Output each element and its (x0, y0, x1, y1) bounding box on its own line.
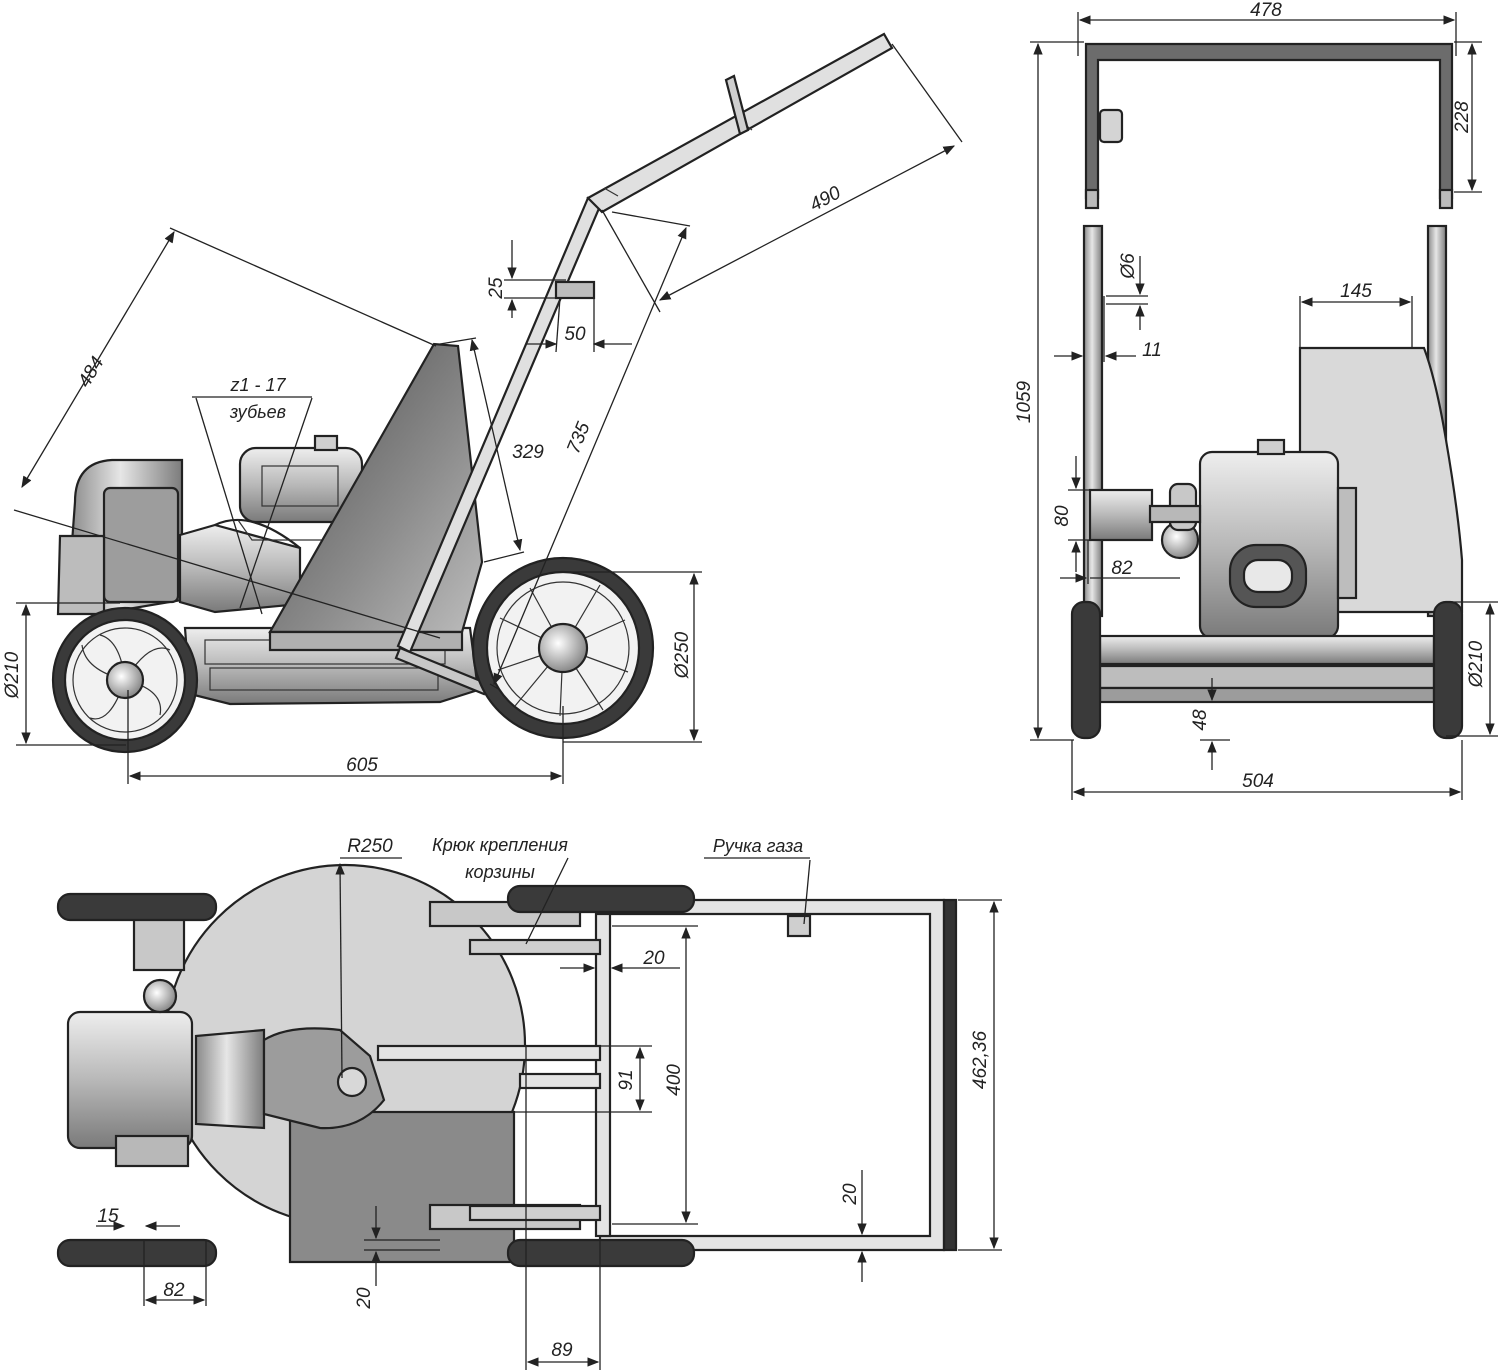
dim-d6: Ø6 (1106, 253, 1148, 330)
dim-r250-label: R250 (347, 836, 393, 857)
dim-478-label: 478 (1250, 0, 1282, 21)
dim-20b: 20 (840, 1170, 867, 1282)
dim-46236: 462,36 (958, 899, 1002, 1251)
dim-50-label: 50 (564, 324, 586, 345)
engine-front (1088, 438, 1358, 640)
dim-11-label: 11 (1142, 340, 1162, 361)
hook-note-line1: Крюк крепления (432, 835, 568, 855)
throttle-note: Ручка газа (704, 836, 811, 925)
dim-329-label: 329 (512, 442, 544, 463)
dim-side-d250-label: Ø250 (672, 631, 693, 679)
front-wheel-side (51, 606, 199, 754)
dim-front-82: 82 (1060, 540, 1180, 584)
dim-91-label: 91 (616, 1069, 637, 1090)
dim-top-82: 82 (143, 1240, 207, 1306)
hook-note: Крюк крепления корзины (432, 835, 569, 945)
dim-20b-label: 20 (840, 1183, 861, 1206)
fuel-tank (237, 434, 364, 541)
dim-504-label: 504 (1242, 771, 1274, 792)
dim-20a: 20 (560, 948, 680, 973)
dim-490-label: 490 (806, 182, 844, 216)
hook-note-line2: корзины (465, 862, 535, 882)
dim-89-label: 89 (551, 1340, 573, 1361)
front-view: 478 228 1059 Ø6 11 (1014, 0, 1498, 800)
dim-400-label: 400 (664, 1064, 685, 1096)
dim-front-82-label: 82 (1111, 558, 1133, 579)
dim-504: 504 (1071, 740, 1463, 800)
teeth-note: z1 - 17 зубьев (192, 375, 313, 615)
dim-605: 605 (127, 690, 564, 784)
dim-side-d210: Ø210 (2, 602, 126, 746)
dim-80-label: 80 (1052, 505, 1073, 527)
teeth-note-line2: зубьев (229, 402, 286, 422)
dim-20c-label: 20 (354, 1287, 375, 1310)
dim-735-label: 735 (563, 419, 595, 457)
engine-block (56, 458, 302, 616)
dim-605-label: 605 (346, 755, 378, 776)
dim-46236-label: 462,36 (970, 1031, 991, 1090)
dim-front-d210-label: Ø210 (1466, 640, 1487, 688)
dim-d6-label: Ø6 (1118, 253, 1139, 280)
dim-15-label: 15 (97, 1206, 119, 1227)
throttle-note-label: Ручка газа (713, 836, 803, 856)
wheels-front (1070, 600, 1464, 740)
dim-r250: R250 (335, 836, 402, 1079)
engine-top (66, 908, 386, 1168)
dim-15: 15 (96, 1206, 180, 1231)
dim-front-d210: Ø210 (1446, 601, 1498, 737)
wheels-top (56, 884, 696, 1268)
teeth-note-line1: z1 - 17 (229, 375, 286, 395)
dim-48: 48 (1190, 678, 1230, 770)
dim-228-label: 228 (1452, 101, 1473, 134)
dim-484-label: 484 (74, 353, 108, 391)
handle-top (376, 898, 958, 1252)
dim-side-d210-label: Ø210 (2, 651, 23, 699)
dim-side-d250: Ø250 (563, 571, 702, 743)
side-view: 484 490 25 50 329 (2, 32, 963, 784)
dim-20c: 20 (354, 1206, 440, 1310)
dim-145: 145 (1299, 281, 1413, 348)
dim-478: 478 (1077, 0, 1457, 56)
dim-1059: 1059 (1014, 41, 1084, 741)
dim-25-label: 25 (486, 277, 507, 300)
dim-48-label: 48 (1190, 709, 1211, 731)
dim-91: 91 (380, 1045, 652, 1113)
dim-400: 400 (612, 925, 698, 1225)
dim-89: 89 (525, 1046, 601, 1370)
dim-145-label: 145 (1340, 281, 1372, 302)
handle-bar-front (1084, 42, 1454, 210)
deck-front (1098, 634, 1436, 704)
top-view: R250 Крюк крепления корзины Ручка газа 2… (56, 835, 1002, 1370)
dim-20a-label: 20 (642, 948, 665, 969)
dim-11: 11 (1054, 296, 1162, 362)
dim-228: 228 (1452, 41, 1482, 193)
dim-1059-label: 1059 (1014, 380, 1035, 423)
dim-top-82-label: 82 (163, 1280, 185, 1301)
